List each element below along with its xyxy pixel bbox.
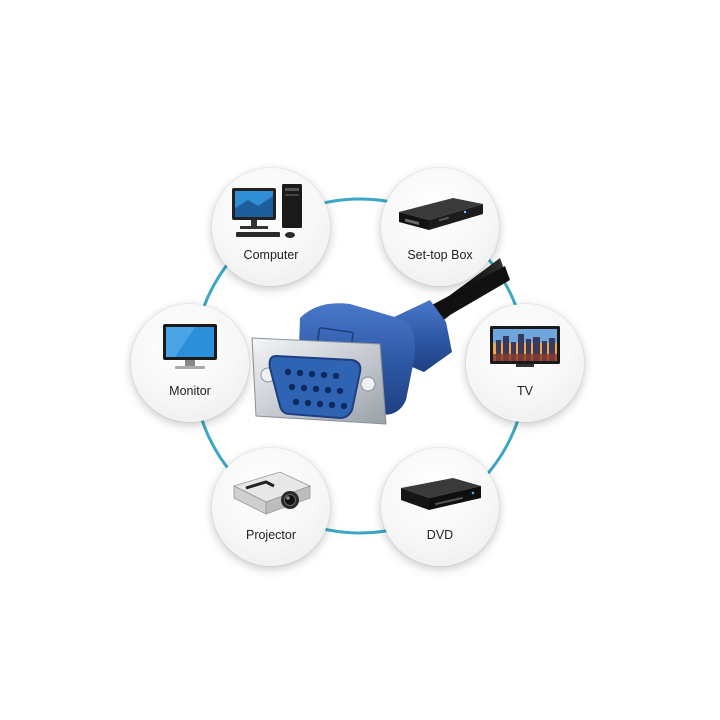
device-label-tv: TV (517, 384, 533, 398)
device-dvd: DVD (381, 448, 499, 566)
set-top-box-icon (399, 198, 483, 230)
projector-icon (232, 471, 312, 515)
device-tv: TV (466, 304, 584, 422)
computer-icon (232, 184, 302, 238)
dvd-player-icon (401, 478, 481, 510)
device-computer: Computer (212, 168, 330, 286)
monitor-icon (163, 324, 217, 369)
device-label-set-top-box: Set-top Box (407, 248, 473, 262)
dsub-pins (284, 368, 348, 410)
device-set-top-box: Set-top Box (381, 168, 499, 286)
device-label-monitor: Monitor (169, 384, 211, 398)
device-projector: Projector (212, 448, 330, 566)
device-label-dvd: DVD (426, 528, 454, 542)
device-monitor: Monitor (131, 304, 249, 422)
device-label-computer: Computer (243, 248, 299, 262)
device-label-projector: Projector (245, 528, 297, 542)
tv-icon (490, 326, 560, 367)
